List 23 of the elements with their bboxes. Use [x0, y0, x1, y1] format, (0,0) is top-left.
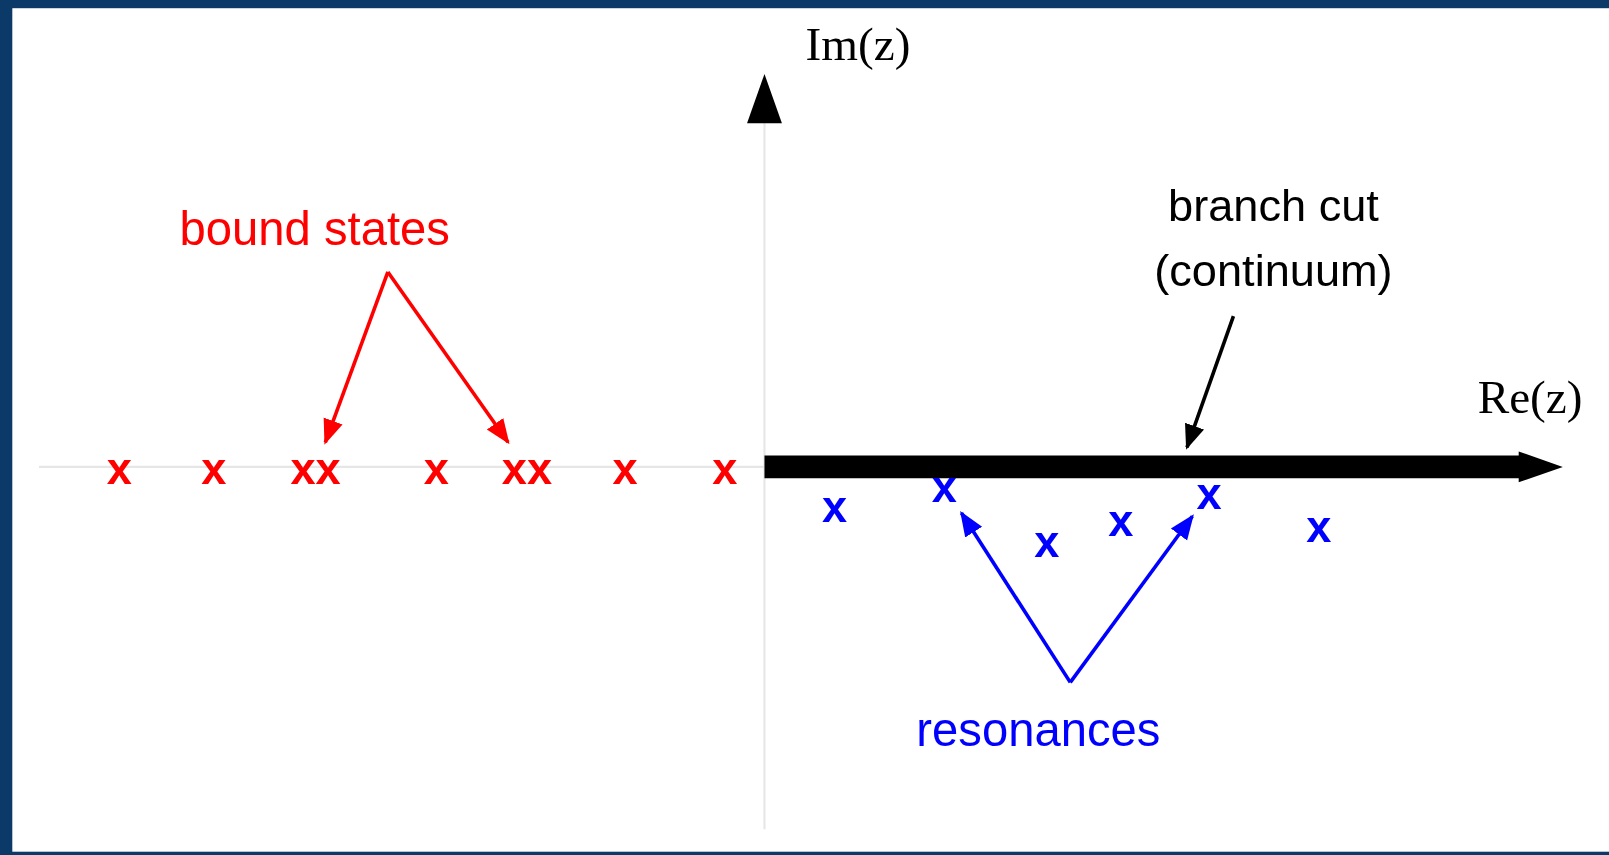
axis-label: Re(z)	[1477, 371, 1583, 424]
arrow	[386, 270, 510, 445]
pole-mark: x	[1108, 497, 1134, 543]
axis-label: Im(z)	[805, 18, 911, 71]
pole-mark: xx	[501, 446, 552, 492]
pole-mark: x	[712, 446, 738, 492]
pole-mark: x	[201, 446, 227, 492]
annotation-text: branch cut (continuum)	[1116, 172, 1431, 304]
arrow	[1185, 315, 1236, 450]
pole-mark: x	[612, 446, 638, 492]
pole-mark: x	[1034, 519, 1060, 565]
annotation-text: bound states	[179, 203, 450, 256]
pole-mark: xx	[290, 446, 341, 492]
arrow	[959, 510, 1072, 684]
pole-mark: x	[821, 484, 848, 530]
pole-mark: x	[106, 446, 132, 492]
pole-mark: x	[1196, 471, 1222, 517]
arrow	[1068, 514, 1194, 684]
arrow	[323, 271, 390, 445]
pole-mark: x	[931, 463, 957, 509]
pole-mark: x	[1306, 503, 1332, 549]
pole-mark: x	[423, 446, 449, 492]
annotation-text: resonances	[916, 703, 1161, 756]
